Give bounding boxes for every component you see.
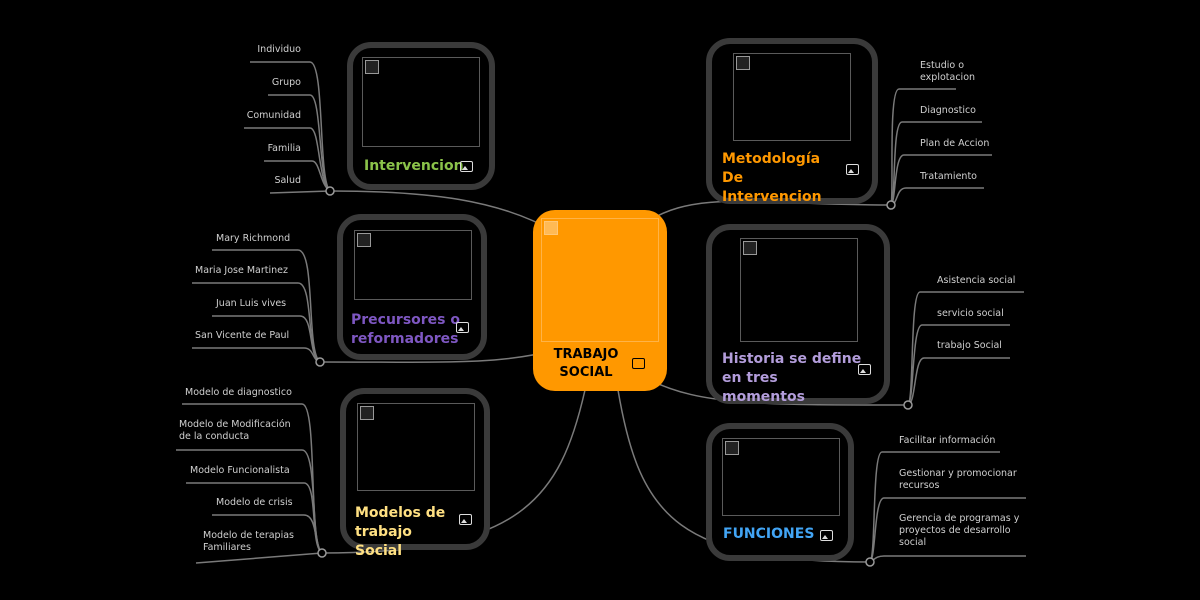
- leaf-item[interactable]: Gestionar y promocionar recursos: [899, 468, 1017, 491]
- central-node[interactable]: TRABAJO SOCIAL: [533, 210, 667, 391]
- branch-image: [354, 230, 472, 300]
- branch-funciones[interactable]: FUNCIONES: [706, 423, 854, 561]
- leaf-item[interactable]: Plan de Accion: [920, 138, 990, 149]
- branch-modelos[interactable]: Modelos de trabajo Social: [340, 388, 490, 559]
- leaf-item[interactable]: Familia: [267, 143, 301, 154]
- central-image: [541, 218, 659, 342]
- leaf-item[interactable]: servicio social: [937, 308, 1004, 319]
- branch-intervencion[interactable]: Intervencion: [347, 42, 495, 190]
- image-icon[interactable]: [858, 364, 871, 375]
- branch-title: Intervencion: [364, 158, 464, 174]
- branch-title: FUNCIONES: [723, 526, 815, 542]
- image-icon[interactable]: [820, 530, 833, 541]
- leaf-item[interactable]: Grupo: [271, 77, 301, 88]
- image-icon[interactable]: [456, 322, 469, 333]
- branch-title: Precursores o reformadores: [351, 312, 461, 347]
- branch-historia[interactable]: Historia se define en tres momentos: [706, 224, 890, 405]
- leaf-item[interactable]: Estudio o explotacion: [920, 60, 976, 83]
- branch-title: Historia se define en tres momentos: [722, 351, 862, 405]
- branch-metodologia[interactable]: Metodología De Intervencion: [706, 38, 878, 205]
- leaf-item[interactable]: Asistencia social: [937, 275, 1016, 286]
- leaf-item[interactable]: Modelo de diagnostico: [185, 387, 292, 398]
- image-icon[interactable]: [846, 164, 859, 175]
- leaf-item[interactable]: Modelo de Modificación de la conducta: [179, 419, 291, 442]
- branch-title: Modelos de trabajo Social: [355, 505, 446, 559]
- image-icon[interactable]: [460, 161, 473, 172]
- image-icon[interactable]: [459, 514, 472, 525]
- leaf-item[interactable]: Gerencia de programas y proyectos de des…: [899, 513, 1020, 548]
- image-icon[interactable]: [632, 358, 645, 369]
- branch-image: [722, 438, 840, 516]
- leaf-item[interactable]: Facilitar información: [899, 435, 996, 446]
- leaf-item[interactable]: Juan Luis vives: [216, 298, 287, 309]
- leaf-item[interactable]: Mary Richmond: [216, 233, 291, 244]
- leaf-item[interactable]: Modelo de crisis: [216, 497, 293, 508]
- branch-image: [362, 57, 480, 147]
- leaf-item[interactable]: San Vicente de Paul: [195, 330, 290, 341]
- leaf-item[interactable]: trabajo Social: [937, 340, 1002, 351]
- leaf-item[interactable]: Individuo: [257, 44, 301, 55]
- branch-image: [733, 53, 851, 141]
- leaf-item[interactable]: Modelo Funcionalista: [190, 465, 290, 476]
- central-title: TRABAJO SOCIAL: [553, 347, 619, 380]
- branch-title: Metodología De Intervencion: [722, 151, 822, 205]
- leaf-item[interactable]: Salud: [274, 175, 301, 186]
- branch-image: [740, 238, 858, 342]
- branch-precursores[interactable]: Precursores o reformadores: [337, 214, 487, 360]
- leaf-item[interactable]: Modelo de terapias Familiares: [203, 530, 294, 553]
- leaf-item[interactable]: Tratamiento: [920, 171, 977, 182]
- leaf-item[interactable]: Comunidad: [246, 110, 301, 121]
- branch-image: [357, 403, 475, 491]
- leaf-item[interactable]: Maria Jose Martinez: [195, 265, 288, 276]
- leaf-item[interactable]: Diagnostico: [920, 105, 976, 116]
